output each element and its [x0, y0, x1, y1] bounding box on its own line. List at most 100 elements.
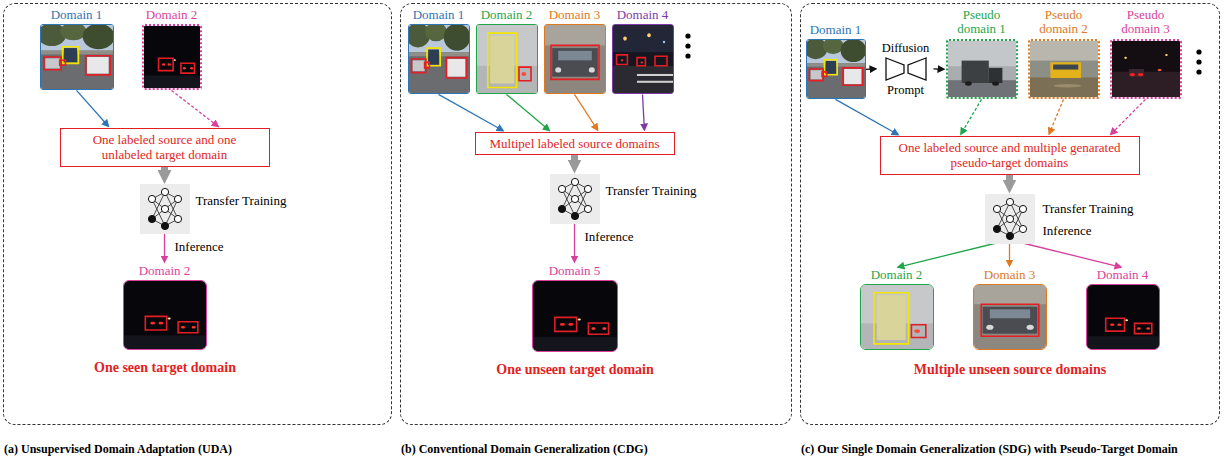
scene-shape — [568, 323, 573, 326]
scene-shape — [1053, 65, 1078, 70]
detection-box — [487, 34, 516, 88]
network-neuron — [1006, 232, 1013, 239]
setting-text: One labeled source and multiple genarate… — [887, 140, 1133, 171]
detection-box — [822, 72, 827, 77]
detection-box — [180, 64, 193, 74]
domain-heading: Pseudo domain 1 — [946, 8, 1018, 38]
domain-heading: Domain 3 — [973, 268, 1047, 283]
scene-shape — [948, 41, 1016, 97]
scene-illustration — [477, 25, 537, 93]
ellipsis-dot — [685, 43, 690, 48]
diffusion-block: DiffusionPrompt — [878, 41, 934, 98]
detection-box — [1134, 324, 1151, 334]
network-neuron — [584, 205, 591, 212]
scene-shape — [982, 307, 1037, 334]
scene-shape — [443, 25, 468, 51]
diffusion-label: Diffusion — [882, 41, 930, 55]
scene-shape — [588, 68, 594, 73]
scene-shape — [558, 51, 592, 61]
scene-shape — [840, 40, 864, 62]
domain-image: Domain 4 — [612, 8, 674, 95]
setting-note: One seen target domain — [94, 360, 236, 376]
scene-shape — [1146, 328, 1150, 331]
text-holder: Transfer Training — [1043, 202, 1134, 217]
scene-illustration — [948, 41, 1016, 97]
scene-shape — [173, 60, 175, 62]
detection-box — [637, 58, 645, 66]
network-neuron — [1006, 215, 1013, 222]
scene-illustration — [545, 25, 605, 93]
detection-box — [911, 325, 925, 338]
ellipsis-dot — [1196, 59, 1201, 64]
scene-shape — [447, 59, 465, 77]
network-neuron — [161, 188, 168, 195]
scene-shape — [602, 328, 606, 331]
scene-shape — [533, 281, 617, 351]
flow-arrow — [899, 244, 994, 267]
flow-arrow — [507, 94, 549, 129]
scene-shape — [1087, 285, 1159, 349]
scene-illustration — [1112, 41, 1180, 97]
scene-shape — [124, 336, 206, 350]
image-frame — [123, 280, 207, 350]
domain-image: Domain 2 — [142, 8, 202, 91]
scene-shape — [620, 60, 622, 62]
scene-shape — [1117, 324, 1121, 327]
detection-box — [616, 55, 627, 65]
scene-shape — [60, 25, 86, 40]
network-neuron — [584, 185, 591, 192]
detection-box — [411, 59, 425, 73]
scene-shape — [1129, 69, 1144, 77]
domain-heading: Domain 3 — [544, 8, 606, 23]
scene-shape — [662, 41, 664, 44]
domain-heading: Domain 2 — [142, 8, 202, 23]
setting-box: One labeled source and multiple genarate… — [880, 136, 1140, 175]
scene-shape — [577, 319, 580, 321]
image-frame — [973, 284, 1047, 350]
scene-shape — [637, 74, 673, 76]
scene-shape — [150, 322, 155, 325]
setting-text: One labeled source and one unlabeled tar… — [67, 132, 263, 163]
scene-shape — [167, 64, 170, 66]
image-frame — [946, 39, 1018, 99]
scene-shape — [1137, 73, 1142, 76]
flow-arrow — [643, 94, 645, 128]
ellipsis-dot — [1196, 49, 1201, 54]
scene-shape — [1053, 84, 1080, 87]
caption-holder: (c) Our Single Domain Generalization (SD… — [801, 442, 1178, 457]
domain-image: Domain 2 — [123, 264, 207, 351]
scene-shape — [190, 67, 193, 69]
decoder-shape — [908, 58, 926, 80]
scene-illustration — [1087, 285, 1159, 349]
scene-shape — [613, 66, 673, 93]
network-neuron — [1019, 205, 1026, 212]
network-neuron — [148, 215, 155, 222]
scene-shape — [988, 68, 1002, 83]
network-ground — [550, 174, 600, 224]
scene-shape — [158, 322, 163, 325]
domain-image: Pseudo domain 2 — [1028, 8, 1100, 100]
network-neuron — [571, 195, 578, 202]
detection-box — [178, 322, 198, 333]
image-frame — [860, 284, 934, 350]
scene-shape — [45, 59, 59, 69]
network-label: Transfer Training — [606, 184, 697, 199]
network-ground — [140, 184, 190, 234]
network-label: Transfer Training — [1043, 202, 1134, 217]
domain-image: Domain 2 — [860, 268, 934, 351]
scene-illustration — [124, 281, 206, 349]
text-holder: One unseen target domain — [496, 362, 654, 378]
detection-box — [1105, 319, 1124, 332]
network-neuron — [1019, 225, 1026, 232]
image-frame — [408, 24, 470, 94]
image-frame — [1110, 39, 1182, 99]
scene-shape — [861, 285, 933, 349]
flow-arrow — [161, 167, 168, 176]
scene-illustration — [533, 281, 617, 351]
scene-shape — [1087, 337, 1159, 350]
text-holder: Inference — [585, 230, 634, 245]
domain-heading: Domain 2 — [123, 264, 207, 279]
panel-caption: (c) Our Single Domain Generalization (SD… — [801, 442, 1178, 457]
network-neuron — [174, 195, 181, 202]
network-neuron — [161, 222, 168, 229]
